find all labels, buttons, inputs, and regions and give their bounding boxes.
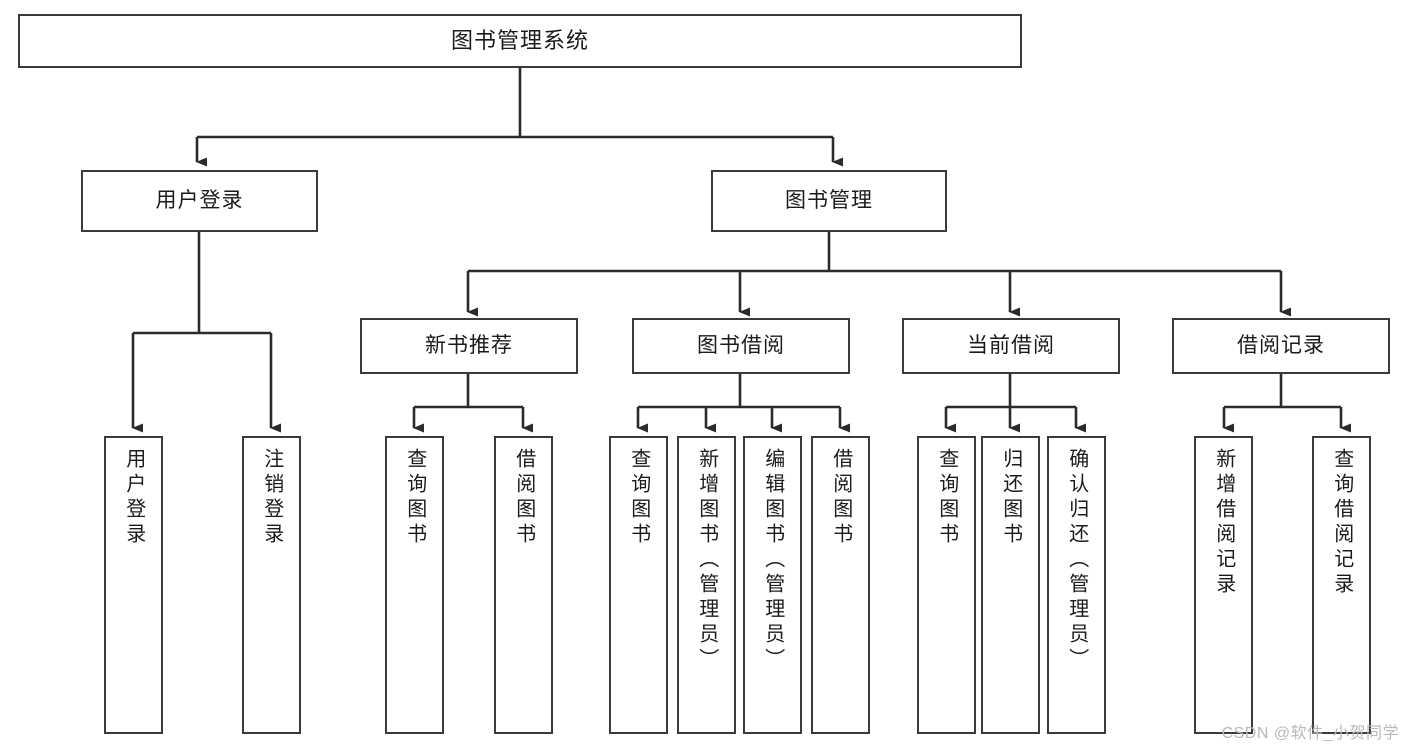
node-root-book-management-system[interactable]: 图书管理系统: [18, 14, 1022, 68]
node-current-borrow[interactable]: 当前借阅: [902, 318, 1120, 374]
leaf-query-borrow-record[interactable]: 查询借阅记录: [1312, 436, 1371, 734]
leaf-borrow-book[interactable]: 借阅图书: [811, 436, 870, 734]
node-label: 注销登录: [260, 448, 283, 548]
leaf-borrow-book-recommend[interactable]: 借阅图书: [494, 436, 553, 734]
watermark: CSDN @软件_小贺同学: [1221, 725, 1399, 742]
node-label: 新增图书（管理员）: [695, 448, 718, 673]
node-label: 查询借阅记录: [1330, 448, 1353, 598]
node-new-book-recommend[interactable]: 新书推荐: [360, 318, 578, 374]
node-book-management[interactable]: 图书管理: [711, 170, 947, 232]
leaf-user-logout[interactable]: 注销登录: [242, 436, 301, 734]
leaf-user-login[interactable]: 用户登录: [104, 436, 163, 734]
leaf-edit-book-admin[interactable]: 编辑图书（管理员）: [743, 436, 802, 734]
node-label: 新书推荐: [425, 334, 513, 358]
node-label: 用户登录: [122, 448, 145, 548]
leaf-return-book[interactable]: 归还图书: [981, 436, 1040, 734]
node-label: 归还图书: [999, 448, 1022, 548]
node-label: 借阅图书: [829, 448, 852, 548]
node-label: 用户登录: [155, 189, 244, 213]
node-label: 图书借阅: [697, 334, 785, 358]
node-label: 新增借阅记录: [1212, 448, 1235, 598]
node-label: 图书管理系统: [450, 27, 589, 53]
leaf-query-book-borrow[interactable]: 查询图书: [609, 436, 668, 734]
node-label: 查询图书: [627, 448, 650, 548]
leaf-query-book-recommend[interactable]: 查询图书: [385, 436, 444, 734]
node-label: 图书管理: [785, 189, 873, 213]
node-label: 借阅图书: [512, 448, 535, 548]
node-user-login[interactable]: 用户登录: [81, 170, 318, 232]
leaf-add-book-admin[interactable]: 新增图书（管理员）: [677, 436, 736, 734]
node-label: 当前借阅: [967, 334, 1055, 358]
node-label: 确认归还（管理员）: [1065, 448, 1088, 673]
node-label: 查询图书: [935, 448, 958, 548]
node-book-borrow[interactable]: 图书借阅: [632, 318, 850, 374]
node-label: 编辑图书（管理员）: [761, 448, 784, 673]
node-label: 查询图书: [403, 448, 426, 548]
node-borrow-record[interactable]: 借阅记录: [1172, 318, 1390, 374]
leaf-confirm-return-admin[interactable]: 确认归还（管理员）: [1047, 436, 1106, 734]
leaf-add-borrow-record[interactable]: 新增借阅记录: [1194, 436, 1253, 734]
leaf-query-book-current[interactable]: 查询图书: [917, 436, 976, 734]
node-label: 借阅记录: [1237, 334, 1325, 358]
